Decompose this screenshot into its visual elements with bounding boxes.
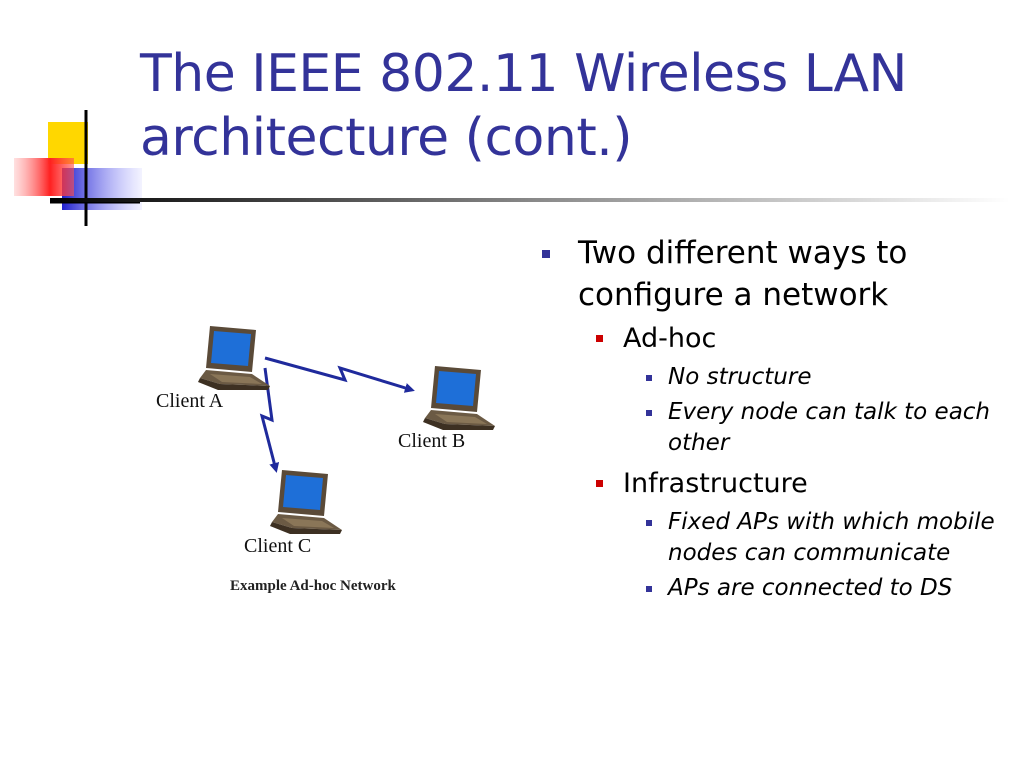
slide-title: The IEEE 802.11 Wireless LAN architectur… (140, 42, 1000, 170)
client-a-label: Client A (156, 390, 224, 412)
square-bullet-icon (596, 480, 603, 487)
bullet-main-text: Two different ways to configure a networ… (578, 235, 908, 313)
square-bullet-icon (596, 335, 603, 342)
bullet-level2: Infrastructure (538, 465, 1008, 503)
bullet-level3-text: No structure (668, 364, 812, 390)
bullet-level3: Every node can talk to each other (538, 397, 1008, 459)
slide-title-line-2: architecture (cont.) (140, 108, 633, 168)
network-diagram-graphic (198, 326, 495, 534)
link-a-to-c (259, 367, 280, 473)
slide-title-line-1: The IEEE 802.11 Wireless LAN (140, 44, 907, 104)
bullet-level3: Fixed APs with which mobile nodes can co… (538, 507, 1008, 569)
bullet-level2-text: Ad-hoc (623, 323, 717, 354)
client-b-laptop-icon (423, 366, 495, 430)
client-c-laptop-icon (270, 470, 342, 534)
client-b-label: Client B (398, 430, 466, 452)
diagram-caption: Example Ad-hoc Network (230, 578, 396, 594)
bullet-list: Two different ways to configure a networ… (538, 232, 1008, 610)
bullet-main: Two different ways to configure a networ… (538, 232, 1008, 316)
bullet-level3-text: APs are connected to DS (668, 575, 953, 601)
adhoc-network-diagram: Client A Client B Client C Example Ad-ho… (140, 310, 520, 610)
link-a-to-b (264, 356, 415, 393)
bullet-group-infrastructure: Infrastructure Fixed APs with which mobi… (538, 465, 1008, 604)
bullet-level3: No structure (538, 362, 1008, 393)
client-a-laptop-icon (198, 326, 270, 390)
bullet-level2-text: Infrastructure (623, 468, 808, 499)
bullet-level3-text: Fixed APs with which mobile nodes can co… (668, 509, 995, 566)
square-bullet-icon (646, 586, 652, 592)
bullet-level2: Ad-hoc (538, 320, 1008, 358)
square-bullet-icon (646, 410, 652, 416)
bullet-level3: APs are connected to DS (538, 573, 1008, 604)
title-underline (50, 198, 1010, 202)
square-bullet-icon (646, 375, 652, 381)
square-bullet-icon (542, 250, 550, 258)
bullet-level3-text: Every node can talk to each other (668, 399, 991, 456)
square-bullet-icon (646, 520, 652, 526)
decorative-corner-graphic (14, 110, 142, 226)
bullet-group-adhoc: Ad-hoc No structure Every node can talk … (538, 320, 1008, 459)
client-c-label: Client C (244, 535, 312, 557)
